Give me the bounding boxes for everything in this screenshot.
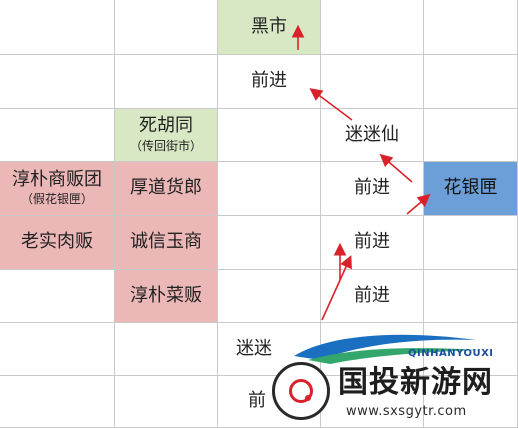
honest-butcher-label: 老实肉贩: [21, 231, 93, 253]
mimixian-cell: 迷迷仙: [321, 109, 424, 162]
forward-cell: 前进: [218, 55, 321, 109]
cell-empty: [321, 55, 424, 109]
cell-empty: [0, 0, 115, 55]
honest-butcher-cell: 老实肉贩: [0, 216, 115, 270]
cell-empty: [0, 270, 115, 323]
black-market-label: 黑市: [251, 15, 287, 37]
houdao-peddler-label: 厚道货郎: [130, 177, 202, 199]
forward-partial-label: 前: [248, 390, 266, 412]
forward-label: 前进: [354, 177, 390, 199]
cell-empty: [0, 55, 115, 109]
dead-alley-note: （传回街市）: [129, 138, 202, 153]
cell-empty: [218, 216, 321, 270]
site-name: 国投新游网: [338, 365, 493, 400]
brand-swoosh-logo: [294, 334, 480, 364]
forward-label: 前进: [354, 284, 390, 306]
chengxin-jade-cell: 诚信玉商: [115, 216, 218, 270]
cell-empty: [0, 323, 115, 376]
cell-empty: [218, 270, 321, 323]
cell-empty: [115, 0, 218, 55]
houdao-peddler-cell: 厚道货郎: [115, 162, 218, 216]
chunpu-vendor-group-note: （假花银匣）: [20, 192, 93, 207]
cell-empty: [0, 109, 115, 162]
route-arrow: [406, 193, 431, 215]
chunpu-vendor-group-cell: 淳朴商贩团 （假花银匣）: [0, 162, 115, 216]
site-url: www.sxsgytr.com: [346, 404, 467, 419]
forward-label: 前进: [251, 70, 287, 92]
huayin-box-label: 花银匣: [443, 177, 498, 199]
forward-cell: 前进: [321, 162, 424, 216]
route-arrow: [321, 255, 352, 321]
chengxin-jade-label: 诚信玉商: [130, 231, 202, 253]
route-arrow: [309, 88, 353, 121]
chunpu-vendor-group-label: 淳朴商贩团: [12, 168, 102, 190]
chunpu-vegetable-cell: 淳朴菜贩: [115, 270, 218, 323]
site-logo-icon: [272, 362, 330, 420]
huayin-box-cell: 花银匣: [424, 162, 518, 216]
dead-alley-cell: 死胡同 （传回街市）: [115, 109, 218, 162]
mimi-partial-label: 迷迷: [236, 337, 272, 359]
cell-empty: [218, 162, 321, 216]
brand-name: QINHANYOUXI: [408, 348, 494, 359]
forward-label: 前进: [354, 231, 390, 253]
cell-empty: [115, 55, 218, 109]
route-arrow: [379, 153, 413, 183]
dead-alley-label: 死胡同: [139, 115, 193, 137]
cell-empty: [321, 0, 424, 55]
mimixian-label: 迷迷仙: [345, 123, 399, 145]
cell-empty: [115, 323, 218, 376]
forward-cell: 前进: [321, 216, 424, 270]
chunpu-vegetable-label: 淳朴菜贩: [130, 284, 202, 306]
forward-cell: 前进: [321, 270, 424, 323]
cell-empty: [218, 109, 321, 162]
